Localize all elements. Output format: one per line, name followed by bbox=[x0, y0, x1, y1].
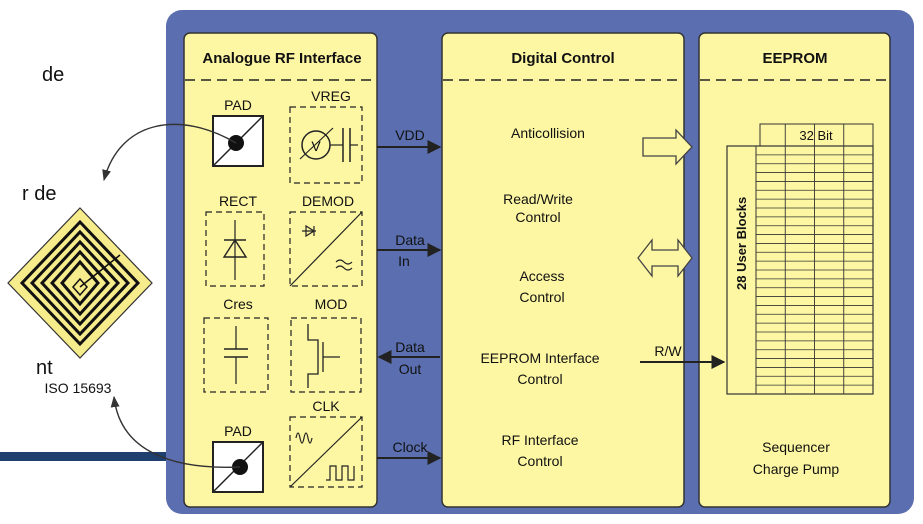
svg-text:Data: Data bbox=[395, 339, 425, 355]
dc-access-line2: Control bbox=[519, 289, 564, 305]
antenna-link-top bbox=[102, 123, 237, 182]
dc-read-write-line1: Read/Write bbox=[503, 191, 573, 207]
signal-rw: R/W bbox=[640, 343, 726, 369]
antenna-link-bottom bbox=[110, 395, 241, 468]
svg-text:CLK: CLK bbox=[312, 398, 340, 414]
svg-text:MOD: MOD bbox=[315, 296, 348, 312]
slide-text-fragment-3: nt bbox=[36, 357, 53, 379]
eeprom-memory-array: 32 Bit 28 User Blocks bbox=[726, 123, 874, 395]
signal-clock: Clock bbox=[377, 439, 442, 465]
dc-rf-iface-line1: RF Interface bbox=[501, 432, 578, 448]
dc-eeprom-iface-line1: EEPROM Interface bbox=[480, 350, 599, 366]
svg-text:Out: Out bbox=[399, 361, 422, 377]
dc-access-line1: Access bbox=[519, 268, 564, 284]
signal-data-in: Data In bbox=[377, 232, 442, 269]
svg-text:Cres: Cres bbox=[223, 296, 253, 312]
svg-text:In: In bbox=[398, 253, 410, 269]
voltmeter-symbol: V bbox=[311, 138, 321, 154]
dc-anticollision: Anticollision bbox=[511, 125, 585, 141]
iso-standard-label: ISO 15693 bbox=[45, 380, 112, 396]
block-arrow-bidirectional bbox=[637, 238, 693, 278]
svg-text:R/W: R/W bbox=[654, 343, 682, 359]
pad-top-block: PAD bbox=[212, 97, 264, 167]
demod-block: DEMOD bbox=[289, 193, 363, 287]
word-width-label: 32 Bit bbox=[799, 128, 833, 143]
svg-text:VDD: VDD bbox=[395, 127, 425, 143]
cres-block: Cres bbox=[203, 296, 269, 393]
svg-text:Clock: Clock bbox=[392, 439, 428, 455]
slide-accent-bar bbox=[0, 452, 200, 461]
mod-block: MOD bbox=[290, 296, 362, 393]
svg-text:RECT: RECT bbox=[219, 193, 258, 209]
slide-text-fragment-1: de bbox=[42, 64, 65, 86]
clk-block: CLK bbox=[289, 398, 363, 488]
dc-rf-iface-line2: Control bbox=[517, 453, 562, 469]
block-arrow-right bbox=[642, 128, 693, 166]
dc-eeprom-iface-line2: Control bbox=[517, 371, 562, 387]
signal-data-out: Data Out bbox=[377, 339, 440, 377]
rf-interface-title: Analogue RF Interface bbox=[202, 50, 361, 67]
rfid-tag-illustration bbox=[7, 207, 153, 359]
eeprom-footer-line2: Charge Pump bbox=[753, 461, 840, 477]
svg-text:VREG: VREG bbox=[311, 88, 351, 104]
rect-block: RECT bbox=[205, 193, 265, 287]
svg-text:PAD: PAD bbox=[224, 423, 252, 439]
svg-text:DEMOD: DEMOD bbox=[302, 193, 354, 209]
svg-text:PAD: PAD bbox=[224, 97, 252, 113]
eeprom-footer-line1: Sequencer bbox=[762, 439, 830, 455]
dc-read-write-line2: Control bbox=[515, 209, 560, 225]
slide-text-fragment-2: r de bbox=[22, 183, 57, 205]
digital-control-panel bbox=[441, 32, 685, 508]
signal-vdd: VDD bbox=[377, 127, 442, 154]
digital-control-title: Digital Control bbox=[511, 50, 614, 67]
svg-text:Data: Data bbox=[395, 232, 425, 248]
user-blocks-label: 28 User Blocks bbox=[734, 197, 749, 290]
eeprom-title: EEPROM bbox=[762, 50, 827, 67]
vreg-block: VREG V bbox=[289, 88, 363, 184]
